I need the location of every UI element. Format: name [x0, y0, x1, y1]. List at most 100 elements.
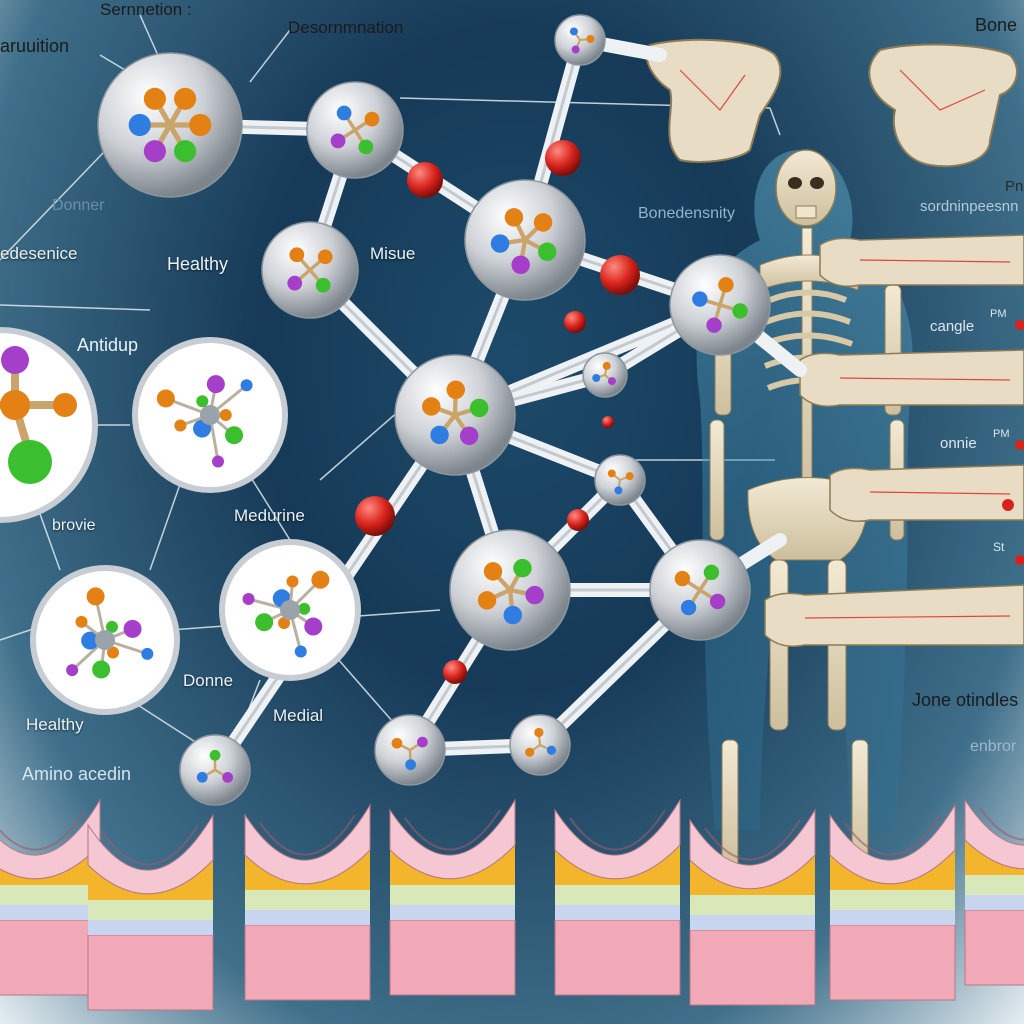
label-antidup: Antidup: [77, 335, 139, 355]
atom: [706, 317, 722, 333]
red-atom: [355, 496, 395, 536]
atom: [602, 361, 611, 370]
atom: [222, 772, 234, 783]
atom: [330, 133, 346, 149]
tissue-top-layer: [0, 798, 101, 880]
atom: [196, 771, 208, 783]
lens-atom: [219, 409, 232, 421]
lens-atom: [141, 647, 154, 660]
atom: [289, 247, 305, 263]
atom: [692, 291, 708, 307]
tissue-fat-layer: [88, 860, 213, 900]
tissue-block: [554, 798, 681, 996]
lens-atom: [86, 587, 105, 606]
label-healthy-bottom: Healthy: [26, 715, 84, 734]
tissue-base-layer: [0, 919, 101, 996]
atom: [364, 111, 380, 127]
atom: [174, 140, 197, 163]
tissue-fiber: [844, 814, 941, 856]
tissue-blue-layer: [245, 910, 370, 925]
tissue-fiber: [259, 814, 356, 856]
lens-core: [95, 630, 115, 650]
tissue-fiber: [404, 809, 501, 851]
atom: [209, 749, 221, 761]
tissue-fat-layer: [965, 840, 1024, 875]
zoom-lenses: [0, 327, 361, 715]
atom: [625, 472, 634, 481]
atom: [469, 398, 489, 418]
lens-atom: [196, 395, 209, 408]
tissue-cross-sections: [0, 798, 1024, 1011]
label-misue: Misue: [370, 244, 416, 263]
tissue-blue-layer: [88, 920, 213, 935]
atom: [189, 113, 212, 137]
atom: [571, 45, 580, 54]
tissue-fiber: [569, 809, 666, 851]
label-edesenice: edesenice: [0, 244, 78, 263]
atom: [315, 277, 331, 293]
atom: [511, 255, 530, 275]
atom: [483, 562, 503, 581]
lens-atom: [278, 616, 291, 629]
label-medial: Medial: [273, 706, 324, 725]
tissue-base-layer: [244, 924, 371, 1001]
label-pm-2: PM: [993, 428, 1010, 440]
red-atom: [545, 140, 581, 176]
atom: [128, 113, 151, 137]
red-atom: [567, 509, 589, 531]
tissue-blue-layer: [965, 895, 1024, 910]
atom: [143, 140, 166, 163]
molecule-spheres: [97, 14, 771, 806]
tissue-top-layer: [87, 813, 214, 895]
atom: [422, 397, 441, 416]
tissue-blue-layer: [0, 905, 100, 920]
atom: [607, 377, 616, 386]
atom: [405, 759, 417, 771]
atom: [143, 87, 166, 110]
lens-atom: [304, 617, 323, 636]
tissue-base-layer: [389, 919, 516, 996]
tissue-fat-layer: [245, 850, 370, 890]
tissue-fat-layer: [390, 845, 515, 885]
lens-atom: [255, 613, 274, 632]
atom: [477, 591, 497, 610]
tissue-block: [689, 808, 816, 1006]
label-bone: Bone: [975, 15, 1018, 35]
atom: [525, 747, 535, 757]
atom: [680, 599, 697, 616]
atom: [287, 275, 303, 291]
atom: [417, 736, 428, 748]
label-aruuition: aruuition: [0, 36, 70, 56]
red-atom: [600, 255, 640, 295]
lens-atom: [123, 619, 142, 638]
atom: [732, 303, 748, 319]
lens-atom: [107, 646, 120, 659]
lens-core: [200, 405, 220, 425]
lens-atom: [225, 426, 244, 445]
tissue-top-layer: [554, 798, 681, 880]
atom: [718, 277, 734, 293]
bone-panels: [645, 38, 1024, 647]
lens-atom: [294, 645, 307, 658]
tissue-fat-layer: [690, 855, 815, 895]
atom: [336, 105, 352, 121]
atom: [586, 35, 595, 44]
lens-core: [280, 600, 300, 620]
label-healthy-top: Healthy: [167, 254, 229, 274]
tissue-fat-layer: [830, 850, 955, 890]
label-pm-1: PM: [990, 308, 1007, 320]
atom: [569, 27, 578, 36]
tissue-block: [244, 803, 371, 1001]
tissue-block: [389, 798, 516, 996]
tissue-base-layer: [829, 924, 956, 1001]
atom: [503, 605, 523, 625]
atom: [358, 139, 374, 155]
tissue-blue-layer: [690, 915, 815, 930]
atom: [459, 426, 479, 446]
label-brovie: brovie: [52, 517, 96, 534]
lens-atom: [105, 620, 118, 633]
tissue-top-layer: [964, 798, 1024, 870]
tissue-top-layer: [829, 803, 956, 885]
lens-atom: [311, 570, 330, 589]
